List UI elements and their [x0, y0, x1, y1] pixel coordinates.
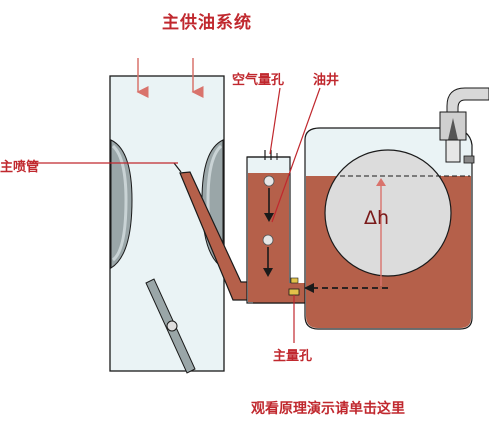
- flow-down-arrow: [263, 268, 273, 277]
- airflow-arrows: [136, 58, 204, 98]
- air-bubble: [262, 234, 274, 246]
- inlet-needle-valve: [439, 87, 489, 164]
- demo-link[interactable]: 观看原理演示请单击这里: [251, 401, 405, 417]
- leader-lines: [30, 87, 321, 343]
- throttle-shaft: [166, 320, 178, 332]
- main-jet: [288, 288, 300, 296]
- venturi-left: [110, 139, 133, 269]
- fuel-passage: [253, 277, 305, 304]
- flow-down-arrow: [264, 213, 274, 222]
- float: [324, 149, 452, 277]
- throttle-valve: [145, 278, 196, 374]
- label-main-jet: 主量孔: [273, 349, 313, 364]
- air-bubble: [263, 175, 275, 187]
- label-delta-h: Δh: [364, 207, 390, 229]
- label-air-jet: 空气量孔: [232, 73, 285, 88]
- leader-oil-well: [271, 87, 321, 223]
- diagram-title: 主供油系统: [162, 13, 252, 33]
- needle-valve: [445, 139, 461, 163]
- label-main-nozzle: 主喷管: [0, 160, 40, 175]
- float-chamber: [304, 127, 473, 330]
- label-oil-well: 油井: [313, 73, 340, 88]
- leader-air-jet: [269, 87, 281, 155]
